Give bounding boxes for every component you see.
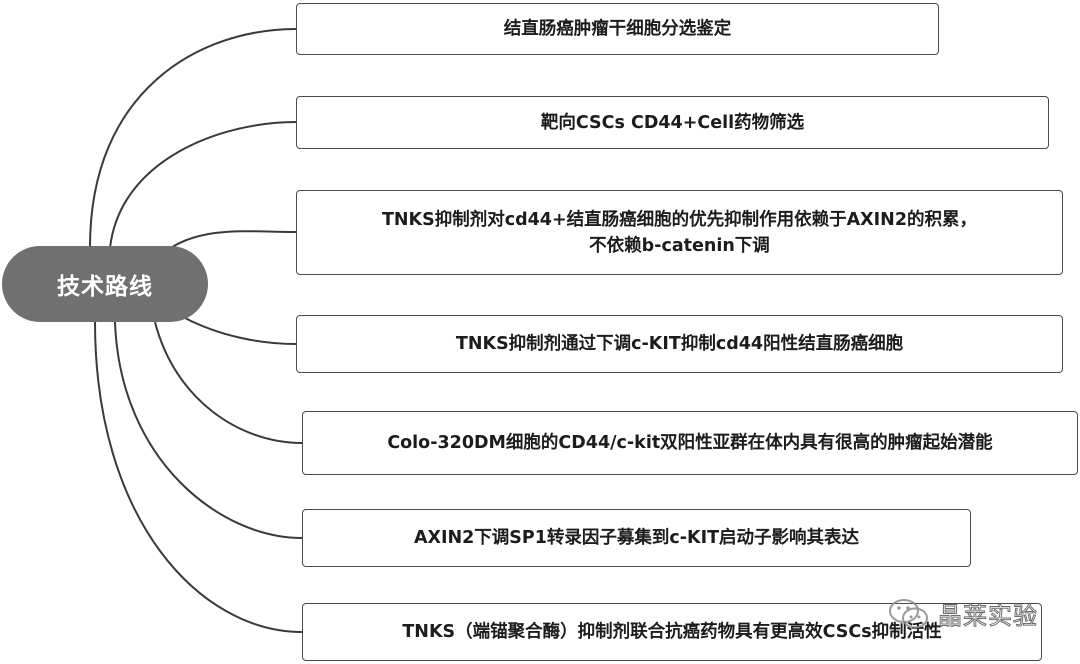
connector-b6 (114, 321, 303, 539)
branch-3-line-1: TNKS抑制剂对cd44+结直肠癌细胞的优先抑制作用依赖于AXIN2的积累， (381, 209, 978, 230)
branch-6-line-1: AXIN2下调SP1转录因子募集到c-KIT启动子影响其表达 (413, 528, 860, 548)
branch-node-2: 靶向CSCs CD44+Cell药物筛选 (296, 96, 1049, 149)
watermark: 晶莱实验 (888, 596, 1038, 631)
connector-b7 (94, 321, 303, 633)
connector-b3 (164, 230, 297, 253)
branch-node-5: Colo-320DM细胞的CD44/c-kit双阳性亚群在体内具有很高的肿瘤起始… (302, 411, 1078, 475)
branch-node-1: 结直肠癌肿瘤干细胞分选鉴定 (296, 3, 939, 55)
connector-b4 (184, 317, 297, 345)
connector-b1 (89, 28, 297, 248)
root-node: 技术路线 (2, 246, 208, 322)
branch-1-line-1: 结直肠癌肿瘤干细胞分选鉴定 (503, 19, 732, 39)
watermark-text: 晶莱实验 (938, 602, 1038, 631)
connector-b2 (109, 121, 297, 249)
branch-7-line-1: TNKS（端锚聚合酶）抑制剂联合抗癌药物具有更高效CSCs抑制活性 (402, 622, 942, 642)
branch-3-line-2: 不依赖b-catenin下调 (589, 235, 770, 256)
wechat-icon (889, 598, 928, 628)
branch-node-3: TNKS抑制剂对cd44+结直肠癌细胞的优先抑制作用依赖于AXIN2的积累， 不… (296, 190, 1063, 275)
root-label: 技术路线 (57, 274, 153, 300)
branch-5-line-1: Colo-320DM细胞的CD44/c-kit双阳性亚群在体内具有很高的肿瘤起始… (387, 433, 993, 453)
branch-node-6: AXIN2下调SP1转录因子募集到c-KIT启动子影响其表达 (302, 509, 971, 567)
branch-4-line-1: TNKS抑制剂通过下调c-KIT抑制cd44阳性结直肠癌细胞 (455, 334, 904, 354)
branch-2-line-1: 靶向CSCs CD44+Cell药物筛选 (540, 112, 805, 133)
branch-node-4: TNKS抑制剂通过下调c-KIT抑制cd44阳性结直肠癌细胞 (296, 315, 1063, 373)
connector-b5 (154, 321, 303, 444)
